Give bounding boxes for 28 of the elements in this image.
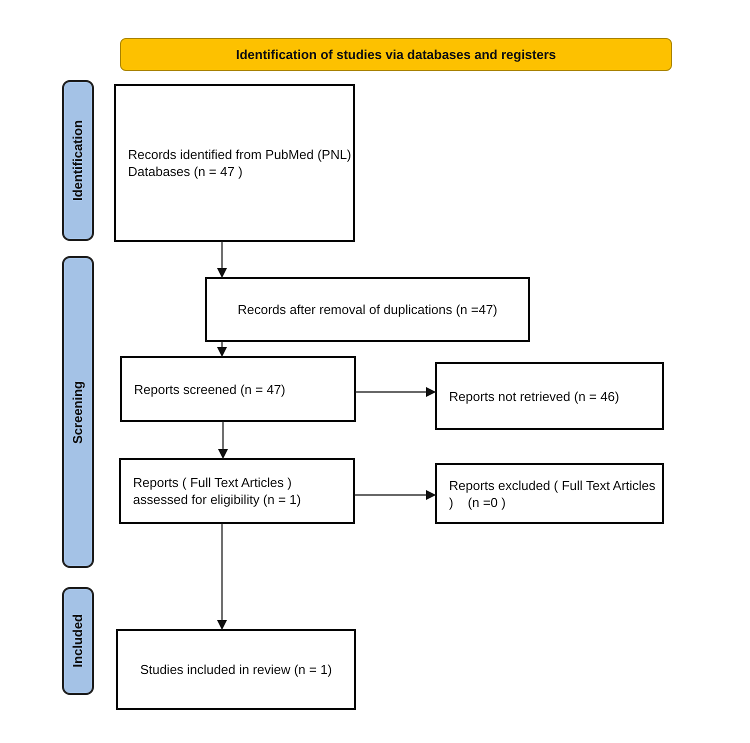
box-text: Records identified from PubMed (PNL) Databases (n = 47 ) xyxy=(128,146,352,180)
box-text: Reports screened (n = 47) xyxy=(134,380,286,398)
process-box xyxy=(435,362,664,430)
process-box xyxy=(116,629,356,710)
header-text: Identification of studies via databases and registers xyxy=(236,46,556,64)
box-text: Records after removal of duplications (n =47) xyxy=(236,301,498,318)
phase-bar xyxy=(62,256,94,568)
header-band xyxy=(120,38,672,71)
phase-label: Screening xyxy=(69,380,86,444)
box-text: Reports not retrieved (n = 46) xyxy=(449,388,620,404)
process-box xyxy=(435,463,664,524)
box-text: Studies included in review (n = 1) xyxy=(139,661,333,678)
arrow xyxy=(217,342,227,357)
box-text: Reports excluded ( Full Text Articles ) (n =0 ) xyxy=(449,476,656,510)
process-box xyxy=(114,84,355,242)
box-text: Reports ( Full Text Articles ) assessed for eligibility (n = 1) xyxy=(133,474,302,508)
phase-bar xyxy=(62,587,94,695)
arrow xyxy=(217,242,227,278)
phase-bar xyxy=(62,80,94,241)
process-box xyxy=(119,458,355,524)
arrow xyxy=(356,387,436,397)
phase-label: Identification xyxy=(69,120,86,201)
arrow xyxy=(218,422,228,459)
process-box xyxy=(120,356,356,422)
arrow xyxy=(355,490,436,500)
process-box xyxy=(205,277,530,342)
phase-label: Included xyxy=(69,614,86,668)
arrow xyxy=(217,524,227,630)
